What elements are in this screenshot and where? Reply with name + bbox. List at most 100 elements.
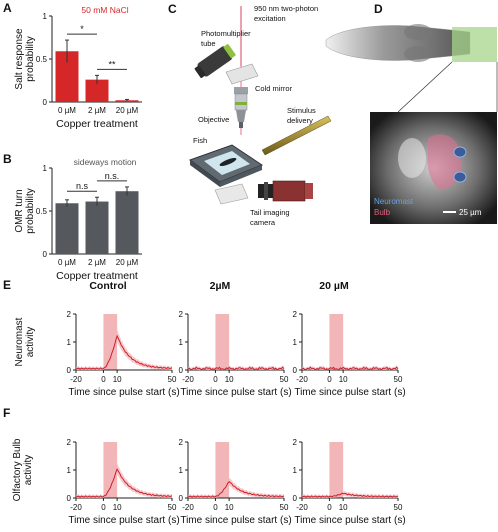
chart-a-significance-label: * <box>80 24 84 34</box>
trace-column-title: 20 µM <box>319 280 349 292</box>
trace-ytick-label: 2 <box>67 310 72 319</box>
trace-ytick-label: 1 <box>293 466 298 475</box>
stimulus-pulse-window <box>103 442 118 498</box>
chart-a-category-label: 0 µM <box>58 106 76 115</box>
larva-brain-imaging-panel: Neuromast Bulb 25 µm <box>325 24 498 224</box>
trace-xtick-label: 10 <box>113 503 122 512</box>
trace-ytick-label: 2 <box>293 310 298 319</box>
chart-b-y-axis-label-line1: OMR turn <box>14 189 25 232</box>
chart-a-ytick-label: 1 <box>43 12 48 21</box>
chart-b-x-axis-label: Copper treatment <box>56 270 138 282</box>
tail-imaging-camera-icon <box>258 180 313 202</box>
activity-trace-line <box>301 366 399 371</box>
trace-row-y-label-line2: activity <box>23 455 34 486</box>
trace-xtick-label: 10 <box>225 503 234 512</box>
panel-label-c: C <box>168 2 177 16</box>
activity-trace-line <box>187 481 285 498</box>
activity-trace-line <box>187 366 285 371</box>
trace-ytick-label: 0 <box>67 366 72 375</box>
mirror-label: Cold mirror <box>255 84 293 93</box>
panel-label-a: A <box>3 1 12 15</box>
pmt-label-line1: Photomultiplier <box>201 29 251 38</box>
chart-b-significance-label: n.s <box>76 181 89 191</box>
trace-ytick-label: 0 <box>293 494 298 503</box>
trace-row-y-label: Olfactory Bulbactivity <box>12 438 34 501</box>
trace-ytick-label: 1 <box>67 466 72 475</box>
trace-row-y-label-line2: activity <box>25 327 36 358</box>
trace-xtick-label: -20 <box>70 375 82 384</box>
trace-x-axis-label: Time since pulse start (s) <box>180 515 291 526</box>
cold-mirror-icon <box>225 63 259 85</box>
stimulus-label-line1: Stimulus <box>287 106 316 115</box>
trace-xtick-label: 0 <box>327 503 332 512</box>
chart-a-category-label: 20 µM <box>116 106 139 115</box>
trace-xtick-label: 50 <box>280 503 289 512</box>
trace-x-axis-label: Time since pulse start (s) <box>294 515 405 526</box>
chart-a-category-label: 2 µM <box>88 106 106 115</box>
trace-ytick-label: 2 <box>293 438 298 447</box>
chart-b-title: sideways motion <box>74 157 137 167</box>
olfactory-bulb-overlay <box>427 134 462 190</box>
activity-trace-line <box>301 492 399 498</box>
trace-xtick-label: 0 <box>101 503 106 512</box>
trace-x-axis-label: Time since pulse start (s) <box>68 515 179 526</box>
imaging-region-highlight <box>452 27 497 62</box>
camera-label-line1: Tail imaging <box>250 208 290 217</box>
chart-b-bar <box>55 203 79 254</box>
trace-row-y-label-line1: Olfactory Bulb <box>12 438 23 501</box>
trace-ytick-label: 2 <box>67 438 72 447</box>
stimulus-pulse-window <box>329 314 344 370</box>
trace-ytick-label: 0 <box>293 366 298 375</box>
fish-label: Fish <box>193 136 207 145</box>
panel-label-f: F <box>3 406 10 420</box>
chart-a-ytick-label: 0 <box>43 98 48 107</box>
chart-a-bar <box>55 51 79 102</box>
trace-xtick-label: 50 <box>394 503 403 512</box>
chart-b-ytick-label: 0 <box>43 250 48 259</box>
objective-icon <box>234 87 248 128</box>
chart-a-y-axis-label-line1: Salt response <box>14 28 25 90</box>
trace-xtick-label: -20 <box>70 503 82 512</box>
photomultiplier-tube-icon <box>194 44 236 78</box>
trace-xtick-label: 0 <box>213 375 218 384</box>
activity-trace-line <box>75 334 173 370</box>
trace-row-y-label: Neuromastactivity <box>14 317 36 366</box>
trace-xtick-label: 10 <box>225 375 234 384</box>
trace-xtick-label: 0 <box>101 375 106 384</box>
scale-bar-label: 25 µm <box>459 208 482 217</box>
tail-mirror-icon <box>214 183 249 205</box>
trace-xtick-label: 50 <box>280 375 289 384</box>
chart-a-y-axis-label: Salt responseprobability <box>14 28 36 90</box>
trace-xtick-label: 0 <box>213 503 218 512</box>
chart-b-y-axis-label: OMR turnprobability <box>14 188 36 234</box>
trace-row-y-label-line1: Neuromast <box>14 317 25 366</box>
trace-xtick-label: -20 <box>296 375 308 384</box>
neuromast-overlay-2 <box>453 171 467 183</box>
chart-b-significance-label: n.s. <box>105 171 120 181</box>
neuromast-legend: Neuromast <box>374 197 414 206</box>
trace-xtick-label: 10 <box>339 503 348 512</box>
stimulus-pulse-window <box>103 314 118 370</box>
trace-column-title: 2µM <box>210 280 231 292</box>
trace-ytick-label: 0 <box>179 366 184 375</box>
trace-ytick-label: 0 <box>179 494 184 503</box>
chart-b-ytick-label: 1 <box>43 164 48 173</box>
trace-xtick-label: 50 <box>168 375 177 384</box>
chart-a-bar <box>85 79 109 102</box>
trace-ytick-label: 1 <box>179 338 184 347</box>
chart-b-category-label: 0 µM <box>58 258 76 267</box>
trace-ytick-label: 2 <box>179 310 184 319</box>
stimulus-delivery-tube-icon <box>261 115 332 156</box>
chart-a-y-axis-label-line2: probability <box>25 36 36 82</box>
larva-eye-left <box>404 24 432 40</box>
trace-xtick-label: -20 <box>296 503 308 512</box>
panel-label-e: E <box>3 278 11 292</box>
larva-eye-right <box>404 46 432 62</box>
activity-trace-line <box>75 467 173 498</box>
trace-xtick-label: -20 <box>182 375 194 384</box>
chart-a-significance-label: ** <box>108 59 116 69</box>
bulb-legend: Bulb <box>374 208 391 217</box>
